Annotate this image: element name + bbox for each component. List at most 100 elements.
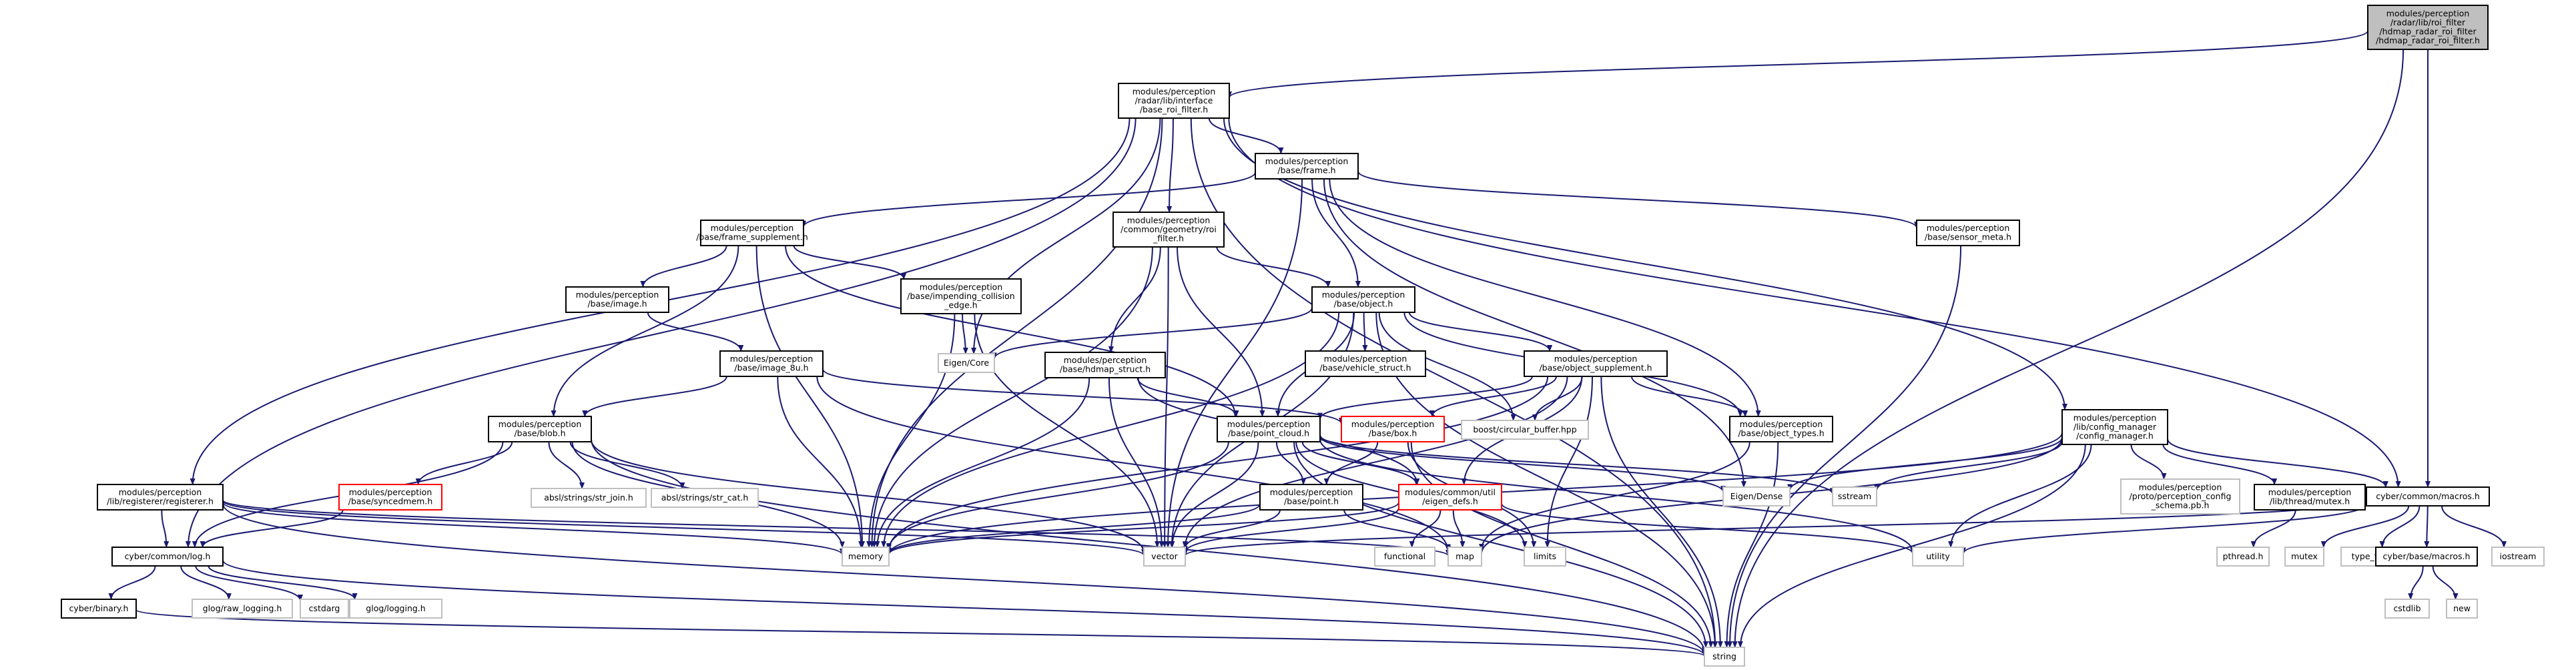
node-base-roi[interactable]: modules/perception/radar/lib/interface/b…: [1118, 83, 1230, 119]
node-hdmap-struct[interactable]: modules/perception/base/hdmap_struct.h: [1044, 352, 1166, 378]
edge-obj_supp-to-box: [1429, 376, 1558, 417]
node-label-line: _schema.pb.h: [2151, 500, 2210, 510]
node-label-line: cstdlib: [2393, 603, 2421, 613]
node-label-line: utility: [1926, 551, 1950, 561]
node-functional: functional: [1374, 547, 1435, 567]
node-mutex: mutex: [2284, 547, 2324, 567]
node-obj-supp[interactable]: modules/perception/base/object_supplemen…: [1524, 350, 1668, 377]
node-vehicle-struct[interactable]: modules/perception/base/vehicle_struct.h: [1305, 350, 1426, 377]
node-box: [938, 353, 995, 373]
edge-log-to-glog_raw: [180, 565, 232, 600]
node-config-mgr[interactable]: modules/perception/lib/config_manager/co…: [2061, 409, 2168, 445]
node-box: [1704, 647, 1745, 667]
edge-frame-to-object: [1311, 178, 1361, 288]
edge-object-to-vehicle_struct: [1362, 312, 1368, 352]
edge-root-to-base_roi: [1227, 30, 2368, 99]
edge-registerer-to-log: [161, 509, 170, 548]
edge-log-to-string: [222, 559, 1707, 657]
node-box: [1143, 547, 1186, 567]
edge-eigen_defs-to-vector: [1183, 507, 1399, 553]
node-utility: utility: [1912, 547, 1964, 567]
edge-hdmap_struct-to-memory: [874, 377, 1090, 548]
node-point[interactable]: modules/perception/base/point.h: [1259, 484, 1363, 511]
node-object[interactable]: modules/perception/base/object.h: [1311, 286, 1415, 313]
node-log[interactable]: cyber/common/log.h: [111, 547, 224, 567]
node-label-line: vector: [1151, 551, 1179, 561]
node-sensor-meta[interactable]: modules/perception/base/sensor_meta.h: [1916, 220, 2020, 246]
node-point-cloud[interactable]: modules/perception/base/point_cloud.h: [1217, 416, 1321, 442]
node-syncedmem[interactable]: modules/perception/base/syncedmem.h: [338, 484, 442, 511]
node-box: [2375, 547, 2478, 567]
node-box: [1305, 350, 1426, 377]
node-eigen-defs[interactable]: modules/common/util/eigen_defs.h: [1398, 484, 1502, 511]
node-box: [1524, 547, 1566, 567]
node-image[interactable]: modules/perception/base/image.h: [565, 286, 669, 313]
node-label-line: modules/perception: [2139, 482, 2222, 492]
node-blob[interactable]: modules/perception/base/blob.h: [488, 416, 592, 442]
node-box: [1255, 153, 1359, 180]
node-label-line: /base/hdmap_struct.h: [1060, 364, 1151, 374]
node-label-line: /base/syncedmem.h: [348, 496, 433, 507]
edge-root-to-string: [1732, 49, 2404, 648]
node-label-line: /hdmap_radar_roi_filter: [2379, 27, 2477, 37]
node-obj-types[interactable]: modules/perception/base/object_types.h: [1729, 416, 1833, 442]
node-box: [651, 488, 759, 508]
node-frame[interactable]: modules/perception/base/frame.h: [1255, 153, 1359, 180]
node-iostream: iostream: [2491, 547, 2545, 567]
node-label-line: /lib/config_manager: [2073, 422, 2157, 432]
node-label-line: /radar/lib/roi_filter: [2390, 17, 2466, 27]
node-image-8u[interactable]: modules/perception/base/image_8u.h: [719, 350, 824, 377]
node-box: [2254, 484, 2366, 511]
node-label-line: map: [1456, 551, 1474, 561]
node-box: [2384, 599, 2430, 619]
edge-hdmap_struct-to-vector: [1108, 377, 1165, 548]
node-box[interactable]: modules/perception/base/box.h: [1341, 416, 1445, 442]
node-binary[interactable]: cyber/binary.h: [61, 599, 137, 619]
node-box: [719, 350, 824, 377]
edge-syncedmem-to-log: [200, 509, 344, 548]
node-label-line: /eigen_defs.h: [1422, 496, 1478, 507]
edge-roi-to-vector: [1162, 246, 1169, 548]
node-label-line: cyber/base/macros.h: [2383, 551, 2471, 561]
node-label-line: /base/vehicle_struct.h: [1319, 363, 1411, 373]
node-label-line: new: [2453, 603, 2471, 613]
node-label-line: /lib/thread/mutex.h: [2270, 496, 2350, 507]
edge-log-to-binary: [108, 565, 156, 600]
edge-box-to-point: [1323, 441, 1379, 485]
edge-macros-to-iostream: [2441, 505, 2507, 548]
node-label-line: cstdarg: [309, 603, 340, 613]
node-box: [842, 547, 890, 567]
node-label-line: modules/perception: [119, 487, 202, 497]
node-label-line: modules/perception: [2386, 9, 2470, 19]
node-label-line: modules/perception: [1265, 156, 1349, 166]
node-limits: limits: [1524, 547, 1566, 567]
node-label-line: modules/perception: [1740, 419, 1823, 429]
node-vector: vector: [1143, 547, 1186, 567]
edge-macros-to-type_traits: [2379, 505, 2421, 548]
node-label-line: /radar/lib/interface: [1135, 95, 1213, 105]
node-mutex-h[interactable]: modules/perception/lib/thread/mutex.h: [2254, 484, 2366, 511]
node-box: [2216, 547, 2270, 567]
node-box: [1461, 420, 1589, 440]
node-impending[interactable]: modules/perception/base/impending_collis…: [900, 278, 1022, 314]
node-roi[interactable]: modules/perception/common/geometry/roi_f…: [1112, 212, 1225, 248]
node-registerer[interactable]: modules/perception/lib/registerer/regist…: [97, 484, 224, 511]
node-eigen-dense: Eigen/Dense: [1722, 486, 1791, 507]
node-proto-cfg: modules/perception/proto/perception_conf…: [2120, 478, 2240, 515]
edge-box-to-string: [1410, 441, 1714, 648]
edge-object-to-boost_cb: [1378, 312, 1516, 421]
edge-object-to-eigen_core: [992, 307, 1313, 360]
node-label-line: cyber/common/macros.h: [2376, 491, 2480, 501]
node-macros[interactable]: cyber/common/macros.h: [2366, 486, 2490, 507]
node-box: [1916, 220, 2020, 246]
edge-point_cloud-to-sstream: [1319, 434, 1835, 495]
node-label-line: modules/perception: [349, 487, 432, 497]
node-label-line: modules/perception: [576, 290, 659, 300]
node-frame-supp[interactable]: modules/perception/base/frame_supplement…: [696, 220, 808, 246]
node-base-macros[interactable]: cyber/base/macros.h: [2375, 547, 2478, 567]
edge-frame_supp-to-memory: [755, 245, 866, 548]
node-root[interactable]: modules/perception/radar/lib/roi_filter/…: [2367, 5, 2489, 50]
node-label-line: modules/perception: [1064, 355, 1147, 365]
node-box: [111, 547, 224, 567]
node-label-line: /base/blob.h: [514, 428, 565, 438]
